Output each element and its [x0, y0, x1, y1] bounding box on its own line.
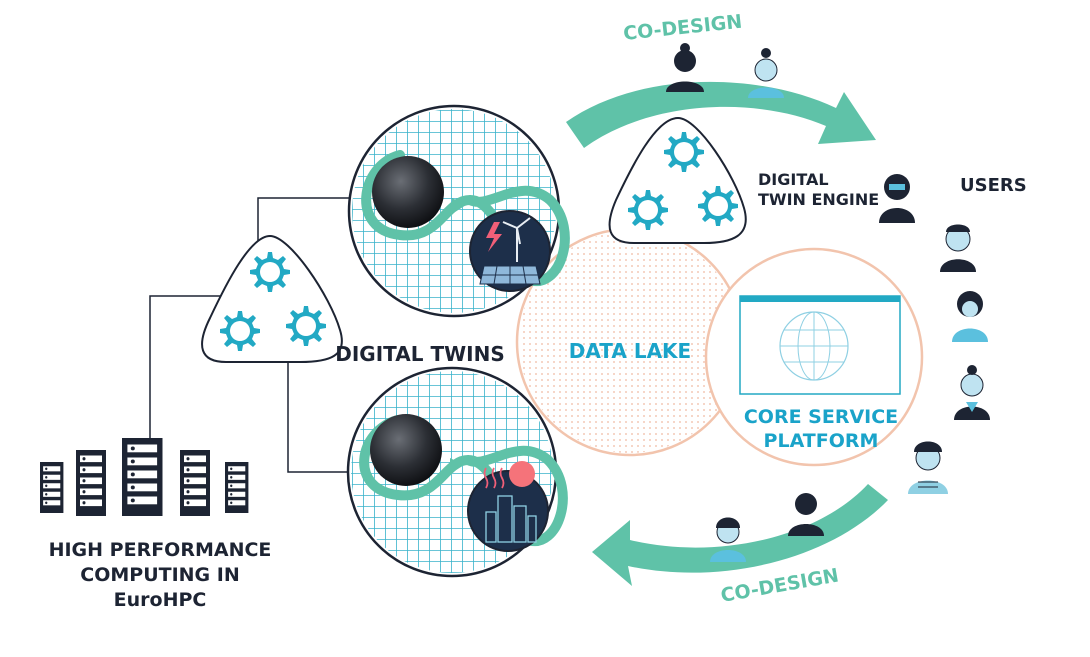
user-icon — [940, 224, 976, 272]
users-label: USERS — [960, 175, 1027, 196]
energy-badge — [469, 210, 551, 292]
lightning-icon — [486, 222, 502, 252]
codesign-arrow-top — [566, 81, 876, 148]
codesign-label-top: CO-DESIGN — [622, 11, 743, 45]
solar-panel-icon — [479, 265, 541, 285]
digital-twins-label: DIGITAL TWINS — [335, 342, 504, 366]
connector-lines — [149, 197, 360, 473]
user-icon — [788, 493, 824, 536]
hpc-label-line3: EuroHPC — [114, 589, 207, 611]
core-service-label-line1: CORE SERVICE — [744, 406, 898, 428]
gear-icon — [628, 190, 668, 230]
user-icon — [954, 365, 990, 420]
gear-icon — [220, 311, 260, 351]
server-rack-icon — [180, 450, 210, 516]
hpc-gear-hub — [201, 234, 343, 363]
server-rack-icon — [40, 462, 64, 513]
user-icon — [710, 517, 746, 562]
gear-icon — [664, 132, 704, 172]
user-icon — [748, 48, 784, 98]
codesign-arrow-bottom — [592, 484, 888, 586]
server-rack-icon — [122, 438, 163, 516]
hpc-label-line2: COMPUTING IN — [80, 564, 239, 586]
engine-label-line2: TWIN ENGINE — [758, 190, 879, 209]
gear-icon — [250, 252, 290, 292]
hpc-servers — [40, 438, 249, 516]
digital-twin-engine — [608, 116, 747, 244]
gear-icon — [286, 306, 326, 346]
digital-twin-energy — [347, 104, 570, 318]
user-icon — [879, 174, 915, 223]
codesign-label-bottom: CO-DESIGN — [719, 565, 840, 607]
hpc-label-line1: HIGH PERFORMANCE — [49, 539, 272, 561]
city-heat-badge — [467, 461, 549, 552]
earth-icon — [370, 414, 442, 486]
server-rack-icon — [225, 462, 249, 513]
city-heat-icon — [483, 467, 505, 489]
data-lake-label: DATA LAKE — [569, 339, 691, 363]
users-group — [879, 174, 990, 494]
core-service-platform — [704, 247, 924, 467]
digital-twin-urban — [346, 366, 568, 578]
earth-icon — [372, 156, 444, 228]
engine-label-line1: DIGITAL — [758, 170, 829, 189]
wind-turbine-icon — [502, 217, 531, 262]
server-rack-icon — [76, 450, 106, 516]
gear-icon — [698, 186, 738, 226]
user-icon — [666, 43, 704, 92]
globe-window-icon — [739, 295, 901, 395]
user-icon — [908, 441, 948, 494]
core-service-label-line2: PLATFORM — [764, 430, 879, 452]
user-icon — [952, 291, 988, 342]
